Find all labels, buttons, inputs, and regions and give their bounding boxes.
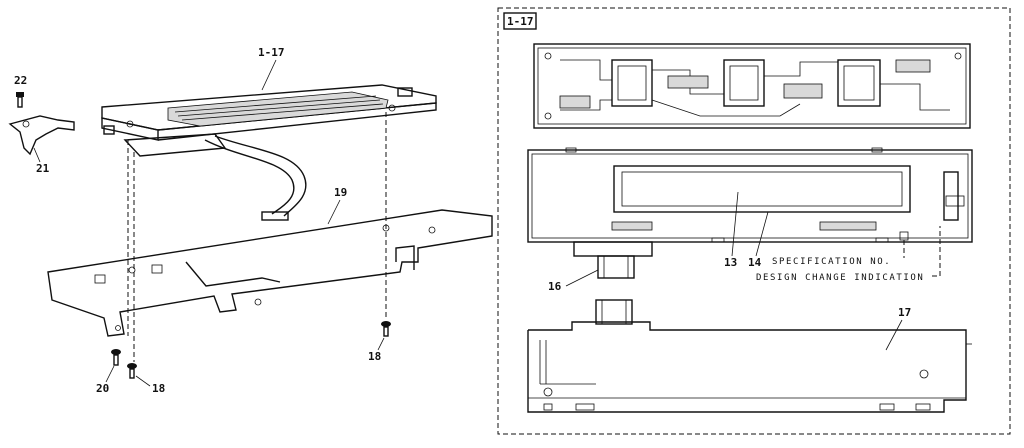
screw-left: 20 <box>96 349 121 395</box>
label-bracket: 21 <box>36 162 50 175</box>
circuit-board-view <box>533 43 971 129</box>
note-spec: SPECIFICATION NO. <box>772 257 891 267</box>
frame-tag <box>503 12 537 30</box>
label-assembly: 1-17 <box>258 46 285 59</box>
leader-design <box>932 226 941 277</box>
bracket: 21 <box>8 115 75 175</box>
label-cable: 16 <box>548 280 562 293</box>
label-screw-mid: 18 <box>152 382 165 395</box>
board-side-view <box>527 299 972 413</box>
display-panel-view <box>527 147 973 279</box>
label-screw-top: 22 <box>14 74 27 87</box>
ribbon-cable <box>204 135 307 221</box>
label-screw-left: 20 <box>96 382 109 395</box>
label-board: 17 <box>898 306 911 319</box>
label-screw-right: 18 <box>368 350 381 363</box>
label-plate: 19 <box>334 186 347 199</box>
screw-top: 22 <box>14 74 27 108</box>
screw-mid: 18 <box>127 363 165 395</box>
label-panel: 14 <box>748 256 762 269</box>
label-frame-tag: 1-17 <box>507 15 534 28</box>
leader-assembly <box>261 59 277 91</box>
sub-assembly-frame <box>497 7 1011 435</box>
screw-right: 18 <box>368 321 391 363</box>
mounting-plate: 19 <box>47 186 493 337</box>
note-design: DESIGN CHANGE INDICATION <box>756 273 924 283</box>
label-display: 13 <box>724 256 737 269</box>
